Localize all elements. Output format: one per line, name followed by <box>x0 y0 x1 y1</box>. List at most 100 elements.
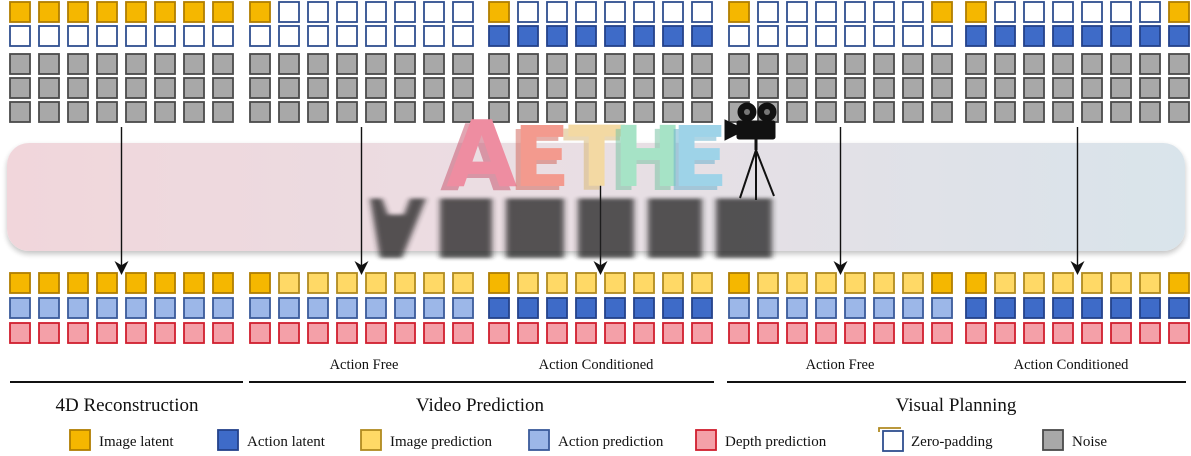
input-action-token <box>1081 25 1103 47</box>
input-action-token <box>604 25 626 47</box>
output-image-token <box>844 272 866 294</box>
output-depth-token <box>728 322 750 344</box>
output-image-token <box>902 272 924 294</box>
input-action-token <box>931 25 953 47</box>
noise-token <box>691 53 713 75</box>
noise-token <box>517 101 539 123</box>
input-image-token <box>278 1 300 23</box>
group-labels: Action Free Action Conditioned Action Fr… <box>330 357 1130 373</box>
noise-token <box>9 53 31 75</box>
output-action-token <box>154 297 176 319</box>
input-image-token <box>662 1 684 23</box>
output-image-token <box>278 272 300 294</box>
output-image-token <box>452 272 474 294</box>
output-action-token <box>452 297 474 319</box>
input-image-token <box>604 1 626 23</box>
input-action-token <box>873 25 895 47</box>
group-label: Action Conditioned <box>1014 357 1130 373</box>
output-image-token <box>365 272 387 294</box>
output-image-token <box>9 272 31 294</box>
noise-token <box>1168 77 1190 99</box>
noise-token <box>452 53 474 75</box>
output-image-token <box>757 272 779 294</box>
noise-token <box>546 53 568 75</box>
input-action-token <box>488 25 510 47</box>
input-image-token <box>1052 1 1074 23</box>
output-action-token <box>815 297 837 319</box>
input-action-token <box>815 25 837 47</box>
noise-token <box>633 101 655 123</box>
noise-token <box>517 77 539 99</box>
noise-token <box>154 77 176 99</box>
output-depth-token <box>604 322 626 344</box>
noise-token <box>67 77 89 99</box>
input-image-token <box>873 1 895 23</box>
logo-shadow <box>370 198 772 258</box>
output-image-token <box>1081 272 1103 294</box>
noise-token <box>125 53 147 75</box>
input-action-token <box>1052 25 1074 47</box>
input-image-token <box>125 1 147 23</box>
noise-token <box>336 101 358 123</box>
noise-token <box>757 77 779 99</box>
noise-token <box>307 53 329 75</box>
input-image-token <box>212 1 234 23</box>
input-image-token <box>154 1 176 23</box>
output-action-token <box>931 297 953 319</box>
input-action-token <box>1023 25 1045 47</box>
output-depth-token <box>307 322 329 344</box>
input-image-token <box>994 1 1016 23</box>
noise-token <box>662 77 684 99</box>
input-action-token <box>154 25 176 47</box>
input-action-token <box>1139 25 1161 47</box>
legend-label: Image prediction <box>390 434 493 450</box>
noise-token <box>1139 101 1161 123</box>
noise-token <box>604 101 626 123</box>
output-image-token <box>488 272 510 294</box>
logo-letter: E <box>508 112 565 210</box>
noise-token <box>452 101 474 123</box>
noise-token <box>633 53 655 75</box>
output-image-token <box>728 272 750 294</box>
noise-token <box>965 53 987 75</box>
output-action-token <box>1023 297 1045 319</box>
output-action-token <box>604 297 626 319</box>
noise-token <box>1023 53 1045 75</box>
input-action-token <box>633 25 655 47</box>
logo-letter: T <box>568 108 625 206</box>
output-action-token <box>212 297 234 319</box>
input-image-token <box>488 1 510 23</box>
noise-token <box>575 101 597 123</box>
output-image-token <box>394 272 416 294</box>
input-action-token <box>728 25 750 47</box>
input-action-token <box>965 25 987 47</box>
output-action-token <box>1139 297 1161 319</box>
noise-token <box>423 53 445 75</box>
noise-token <box>365 53 387 75</box>
output-action-token <box>365 297 387 319</box>
output-image-token <box>815 272 837 294</box>
output-image-token <box>38 272 60 294</box>
output-depth-token <box>183 322 205 344</box>
noise-token <box>844 53 866 75</box>
noise-token <box>1081 53 1103 75</box>
output-image-token <box>517 272 539 294</box>
output-depth-token <box>394 322 416 344</box>
noise-token <box>212 53 234 75</box>
output-depth-token <box>546 322 568 344</box>
connector-arrows <box>114 127 1085 275</box>
output-depth-token <box>125 322 147 344</box>
output-action-token <box>965 297 987 319</box>
input-action-token <box>38 25 60 47</box>
output-depth-token <box>873 322 895 344</box>
output-image-token <box>154 272 176 294</box>
input-image-token <box>307 1 329 23</box>
input-action-token <box>307 25 329 47</box>
output-depth-token <box>1052 322 1074 344</box>
input-action-token <box>9 25 31 47</box>
input-action-token <box>844 25 866 47</box>
input-image-token <box>183 1 205 23</box>
noise-token <box>546 77 568 99</box>
input-image-token <box>1168 1 1190 23</box>
input-image-token <box>786 1 808 23</box>
